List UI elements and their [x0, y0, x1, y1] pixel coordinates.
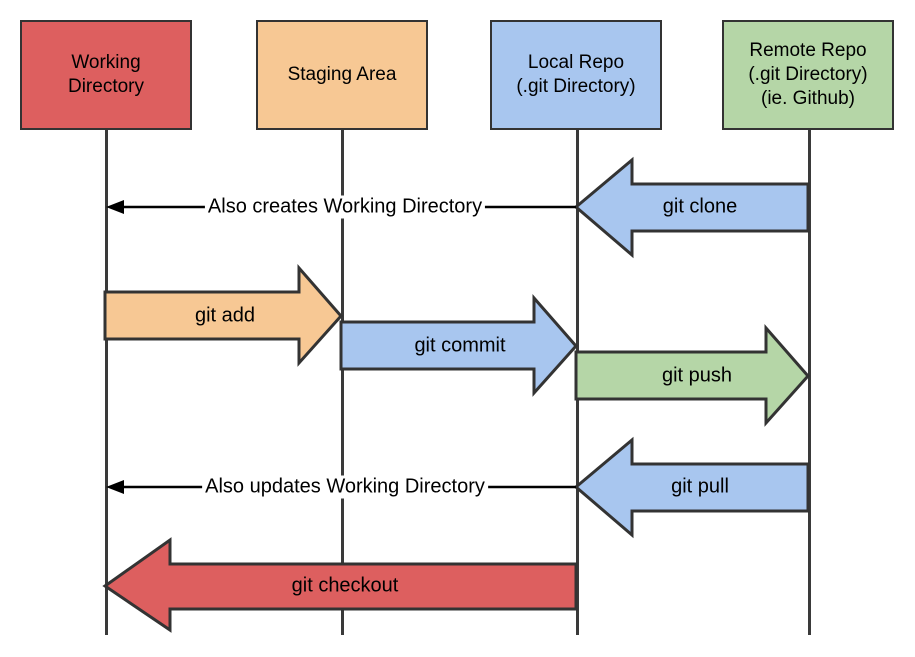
note-arrowhead-pull: [106, 480, 124, 494]
lane-label-staging-area: Staging Area: [287, 63, 397, 85]
lane-box-working-directory[interactable]: Working Directory: [20, 20, 192, 130]
lane-box-remote-repo[interactable]: Remote Repo (.git Directory) (ie. Github…: [722, 20, 894, 130]
flow-arrow-git-push[interactable]: [574, 324, 811, 427]
note-label-clone: Also creates Working Directory: [204, 195, 486, 219]
flow-label-git-pull: git pull: [671, 475, 729, 498]
flow-arrow-git-commit[interactable]: [339, 294, 579, 397]
lane-label-local-repo: Local Repo (.git Directory): [516, 51, 636, 97]
note-label-pull: Also updates Working Directory: [202, 475, 488, 499]
flow-arrow-git-clone[interactable]: [573, 156, 810, 259]
lane-label-remote-repo: Remote Repo (.git Directory) (ie. Github…: [748, 39, 868, 110]
flow-label-git-commit: git commit: [414, 334, 506, 357]
flow-arrow-git-add[interactable]: [103, 264, 344, 367]
flow-label-git-push: git push: [661, 364, 733, 387]
lane-box-local-repo[interactable]: Local Repo (.git Directory): [490, 20, 662, 130]
lifeline-staging-area: [341, 130, 344, 635]
flow-arrow-git-checkout[interactable]: [102, 537, 578, 633]
flow-label-git-clone: git clone: [662, 195, 738, 218]
note-arrowhead-clone: [106, 200, 124, 214]
lane-label-working-directory: Working Directory: [67, 51, 144, 97]
flow-label-git-add: git add: [194, 304, 256, 327]
flow-label-git-checkout: git checkout: [291, 574, 399, 597]
lifeline-remote-repo: [808, 130, 811, 635]
flow-arrow-git-pull[interactable]: [573, 436, 810, 539]
lane-box-staging-area[interactable]: Staging Area: [256, 20, 428, 130]
lifeline-working-directory: [105, 130, 108, 635]
